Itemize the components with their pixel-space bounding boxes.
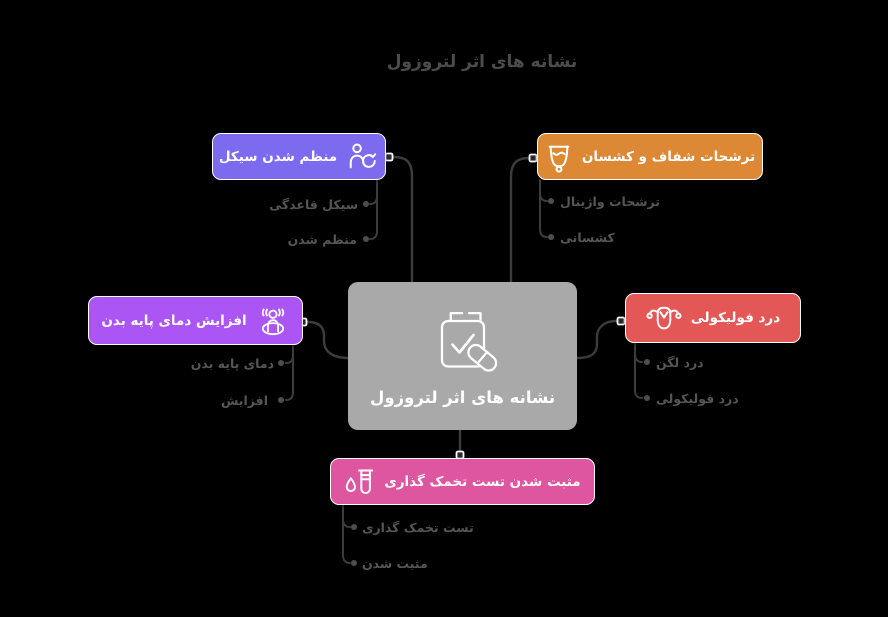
diagram-title: نشانه های اثر لتروزول (386, 52, 578, 72)
branch-cycle-regulation[interactable]: منظم شدن سیکل (212, 133, 386, 180)
connector-discharge-to-center (509, 156, 531, 284)
branch-cycle-label: منظم شدن سیکل (218, 148, 338, 165)
branch-clear-stretchy-discharge[interactable]: ترشحات شفاف و کشسان (537, 133, 763, 180)
substem-pain (634, 342, 643, 399)
substem-cycle (369, 179, 378, 240)
branch-temp-label: افزایش دمای پایه بدن (101, 312, 247, 329)
clipboard-check-pill-icon (440, 311, 497, 372)
subitem-increase[interactable]: افزایش (221, 393, 268, 408)
substem-test (342, 504, 351, 564)
branch-pain-label: درد فولیکولی (690, 310, 781, 326)
branch-follicular-pain[interactable]: درد فولیکولی (625, 293, 801, 343)
branch-basal-temperature-rise[interactable]: افزایش دمای پایه بدن (88, 296, 303, 345)
body-temperature-icon (261, 308, 284, 335)
center-node[interactable]: نشانه های اثر لتروزول (348, 282, 577, 430)
uterus-icon (646, 306, 682, 329)
subitem-becoming-positive[interactable]: مثبت شدن (362, 556, 428, 571)
subitem-follicular-pain[interactable]: درد فولیکولی (656, 391, 739, 406)
substem-temp (285, 344, 294, 401)
subitem-basal-body-temp[interactable]: دمای پایه بدن (190, 356, 274, 371)
subitem-ovulation-test[interactable]: تست تخمک گذاری (362, 520, 474, 535)
port-cycle (384, 152, 394, 162)
branch-test-label: مثبت شدن تست تخمک گذاری (384, 473, 581, 490)
port-pain (616, 316, 626, 326)
port-discharge (528, 153, 538, 163)
subitem-becoming-regular[interactable]: منظم شدن (287, 232, 357, 247)
test-tube-drop-icon (346, 469, 374, 495)
branch-positive-ovulation-test[interactable]: مثبت شدن تست تخمک گذاری (330, 458, 595, 505)
connector-cycle-to-center (392, 155, 414, 284)
subitem-pelvic-pain[interactable]: درد لگن (656, 355, 704, 370)
subitem-elasticity[interactable]: کشسانی (560, 230, 615, 245)
subitem-menstrual-cycle[interactable]: سیکل قاعدگی (269, 197, 358, 212)
subitem-vaginal-discharge[interactable]: ترشحات واژینال (560, 194, 660, 209)
menstrual-cup-icon (548, 145, 570, 173)
substem-discharge (539, 179, 548, 238)
connector-center-to-pain (575, 319, 618, 360)
person-cycle-icon (349, 143, 377, 169)
connector-temp-to-center (306, 320, 350, 360)
center-node-label: نشانه های اثر لتروزول (370, 388, 556, 407)
branch-discharge-label: ترشحات شفاف و کشسان (581, 148, 756, 165)
